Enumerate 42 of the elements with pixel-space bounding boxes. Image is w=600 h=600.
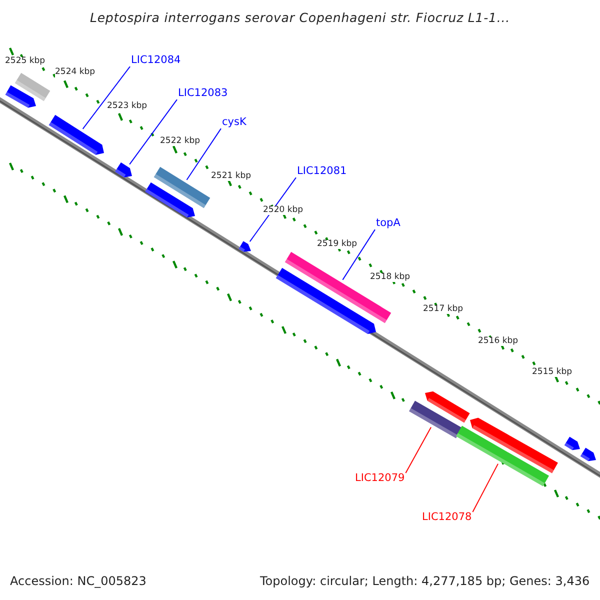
accession-text: Accession: NC_005823: [10, 575, 146, 588]
leader-line: [472, 463, 499, 512]
gene-feature: [425, 391, 470, 423]
gene-feature: [409, 400, 462, 438]
leader-line: [249, 177, 296, 242]
gene-feature: [14, 72, 50, 102]
position-label: 2521 kbp: [211, 172, 252, 182]
gene-feature: [456, 426, 549, 486]
gene-label: cysK: [222, 117, 246, 129]
position-label: 2522 kbp: [160, 137, 200, 146]
position-label: 2524 kbp: [55, 68, 96, 78]
position-label: 2523 kbp: [107, 102, 148, 112]
leader-line: [342, 229, 376, 280]
position-label: 2515 kbp: [532, 368, 572, 378]
gene-label: LIC12078: [422, 512, 472, 524]
gene-feature: [238, 241, 251, 252]
gene-label: LIC12079: [355, 473, 405, 485]
gene-feature: [284, 252, 392, 324]
gene-label: LIC12081: [297, 166, 347, 178]
gene-feature: [145, 182, 195, 218]
gene-feature: [5, 85, 36, 108]
leader-line: [186, 128, 222, 180]
position-label: 2516 kbp: [478, 337, 518, 346]
gene-feature: [580, 448, 596, 462]
position-label: 2519 kbp: [317, 240, 358, 250]
leader-line: [82, 66, 130, 130]
position-label: 2520 kbp: [263, 206, 304, 216]
map-title: Leptospira interrogans serovar Copenhageni str. Fiocruz L1-1...: [88, 11, 512, 25]
gene-feature: [115, 162, 132, 178]
leader-line: [129, 99, 178, 165]
position-label: 2518 kbp: [370, 273, 410, 282]
position-label: 2525 kbp: [5, 57, 46, 66]
gene-label: LIC12084: [131, 55, 181, 67]
gene-feature: [470, 418, 558, 474]
genome-summary-text: Topology: circular; Length: 4,277,185 bp; Genes: 3,436: [260, 575, 590, 588]
gene-feature: [154, 166, 210, 208]
gene-label: LIC12083: [178, 88, 228, 100]
gene-feature: [48, 114, 104, 155]
position-label: 2517 kbp: [423, 305, 464, 314]
leader-line: [405, 426, 432, 474]
gene-label: topA: [376, 218, 400, 230]
gene-feature: [564, 436, 580, 450]
